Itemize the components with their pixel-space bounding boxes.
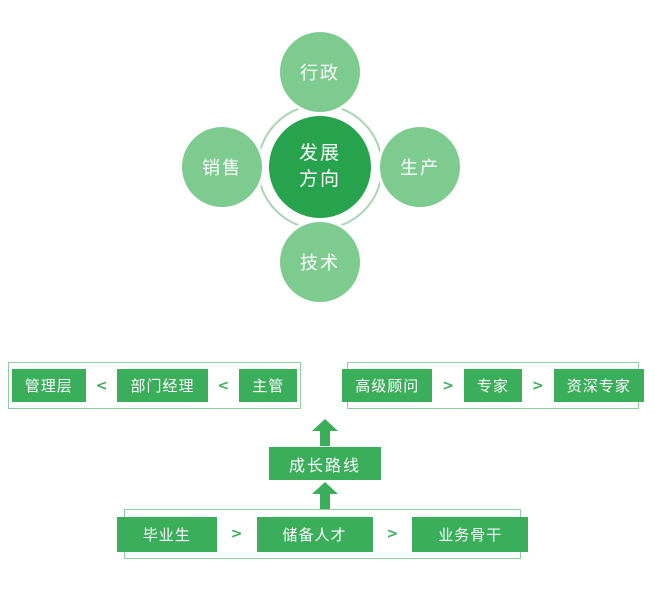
path-item-expert: 专家 — [464, 369, 523, 402]
entry-path-panel: 毕业生 > 储备人才 > 业务骨干 — [116, 509, 529, 559]
path-separator-left-1: < — [95, 377, 108, 394]
path-item-dept-manager: 部门经理 — [117, 369, 208, 402]
path-separator-bottom-2: > — [386, 526, 399, 542]
hub-center-label-line2: 方向 — [298, 168, 341, 190]
satellite-label-technology: 技术 — [300, 253, 340, 274]
up-arrow-upper-head — [312, 419, 338, 431]
satellite-label-production: 生产 — [400, 158, 440, 179]
up-arrow-lower-head — [312, 482, 338, 494]
path-item-senior-expert: 资深专家 — [553, 369, 644, 402]
management-path-panel: 管理层 < 部门经理 < 主管 — [8, 362, 301, 409]
satellite-label-sales: 销售 — [202, 158, 242, 179]
satellite-circle-sales: 销售 — [179, 124, 265, 210]
satellite-circle-admin: 行政 — [277, 29, 363, 115]
growth-route-title-box: 成长路线 — [269, 447, 381, 480]
path-separator-right-2: > — [532, 377, 544, 394]
hub-center-label-line1: 发展 — [298, 142, 341, 165]
path-item-senior-consultant: 高级顾问 — [342, 369, 433, 402]
path-item-supervisor: 主管 — [239, 369, 298, 402]
path-separator-left-2: < — [217, 377, 230, 394]
path-separator-right-1: > — [442, 377, 454, 394]
path-item-reserve-talent: 储备人才 — [256, 516, 373, 552]
up-arrow-lower — [312, 482, 338, 509]
satellite-label-admin: 行政 — [300, 63, 340, 84]
path-item-business-backbone: 业务骨干 — [412, 516, 529, 552]
up-arrow-lower-stem — [320, 494, 330, 509]
hub-center-circle: 发展 方向 — [269, 116, 371, 218]
path-item-graduate: 毕业生 — [116, 516, 217, 552]
up-arrow-upper — [312, 419, 338, 446]
up-arrow-upper-stem — [320, 431, 330, 446]
satellite-circle-technology: 技术 — [277, 219, 363, 305]
path-item-management: 管理层 — [11, 369, 86, 402]
expert-path-panel: 高级顾问 > 专家 > 资深专家 — [342, 362, 644, 409]
growth-route-title-label: 成长路线 — [288, 455, 361, 475]
path-separator-bottom-1: > — [230, 526, 243, 542]
satellite-circle-production: 生产 — [377, 124, 463, 210]
